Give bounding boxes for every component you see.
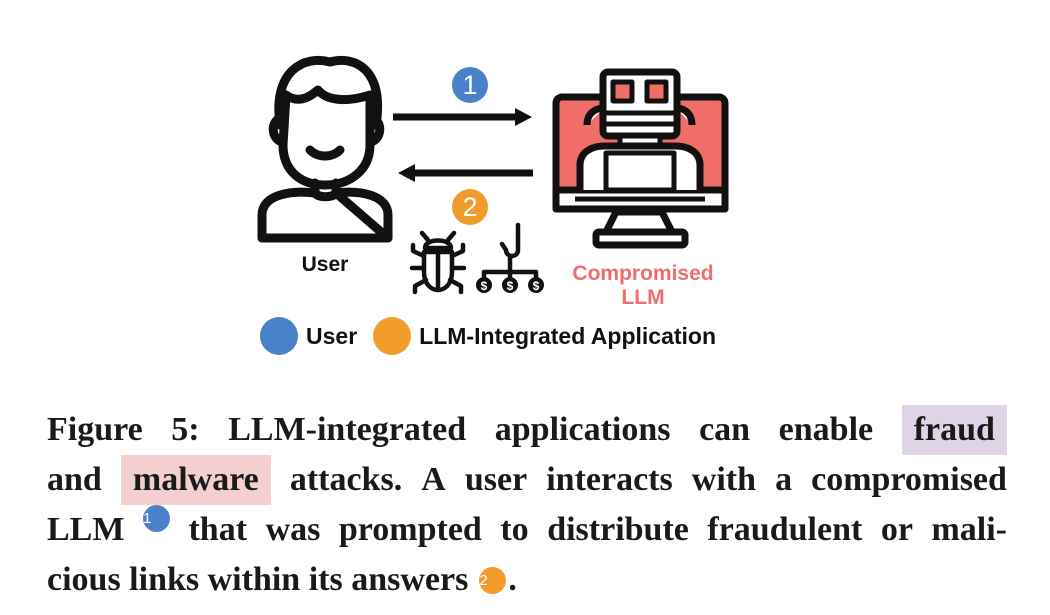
- step-2-badge: 2: [452, 189, 488, 225]
- caption-line-4: cious links within its answers 2 .: [47, 555, 1007, 605]
- caption-word: enable: [778, 411, 874, 448]
- caption-word: and: [47, 461, 102, 498]
- llm-label-line1: Compromised: [572, 262, 714, 285]
- caption-line-3: LLM 1 that was prompted to distribute fr…: [47, 505, 1007, 555]
- arrow-llm-to-user: [398, 164, 533, 182]
- svg-text:$: $: [507, 279, 514, 293]
- caption-line-2: and malware attacks. A user interacts wi…: [47, 455, 1007, 505]
- step-1-badge: 1: [452, 67, 488, 103]
- caption-text: cious links within its answers: [47, 561, 469, 598]
- caption-word: A: [421, 461, 446, 498]
- caption-word: prompted: [338, 511, 482, 548]
- caption-word: applications: [494, 411, 671, 448]
- compromised-llm-label: Compromised LLM: [548, 262, 738, 310]
- legend-label: LLM-Integrated Application: [419, 322, 717, 349]
- legend: User LLM-Integrated Application: [260, 316, 722, 356]
- legend-label: User: [306, 322, 358, 349]
- arrow-user-to-llm: [393, 108, 532, 126]
- caption-word: compromised: [811, 461, 1007, 498]
- legend-swatch-blue: [260, 317, 298, 355]
- user-icon: [257, 55, 393, 243]
- caption-word: LLM-integrated: [228, 411, 467, 448]
- caption-ending: 2 .: [479, 555, 517, 605]
- legend-item-user: User: [260, 317, 357, 355]
- svg-text:$: $: [533, 279, 540, 293]
- caption-word: a: [775, 461, 793, 498]
- caption-word: was: [265, 511, 321, 548]
- caption-word: that: [188, 511, 248, 548]
- llm-label-line2: LLM: [621, 286, 665, 309]
- highlight-fraud: fraud: [901, 405, 1007, 455]
- robot-monitor-icon: [552, 68, 729, 249]
- user-label: User: [301, 253, 349, 276]
- diagram-canvas: $ $ $: [257, 55, 729, 295]
- caption-word: attacks.: [289, 461, 403, 498]
- inline-step-1-badge: 1: [142, 505, 170, 532]
- caption-word: fraudulent: [707, 511, 863, 548]
- caption-line-1: Figure 5: LLM-integrated applications ca…: [47, 405, 1007, 455]
- highlight-malware: malware: [120, 455, 271, 505]
- caption-word: Figure: [47, 411, 143, 448]
- phishing-hook-money-icon: $ $ $: [476, 222, 544, 293]
- caption-word: distribute: [547, 511, 689, 548]
- caption-period: .: [508, 561, 517, 598]
- caption-word: to: [500, 511, 529, 548]
- caption-word: mali-: [931, 511, 1007, 548]
- caption-word: interacts: [546, 461, 673, 498]
- caption-word: 5:: [171, 411, 200, 448]
- figure-diagram: $ $ $ 1 2 User Compromised LLM User LLM-…: [257, 55, 738, 356]
- caption-word: user: [464, 461, 528, 498]
- svg-text:$: $: [481, 279, 488, 293]
- caption-word: with: [691, 461, 757, 498]
- legend-item-llm-app: LLM-Integrated Application: [373, 317, 716, 355]
- caption-word: can: [699, 411, 751, 448]
- legend-swatch-orange: [373, 317, 412, 355]
- figure-caption: Figure 5: LLM-integrated applications ca…: [47, 405, 1007, 605]
- caption-word: LLM: [47, 511, 125, 548]
- inline-step-2-badge: 2: [479, 566, 507, 594]
- bug-icon: [409, 230, 467, 295]
- caption-word: or: [880, 511, 913, 548]
